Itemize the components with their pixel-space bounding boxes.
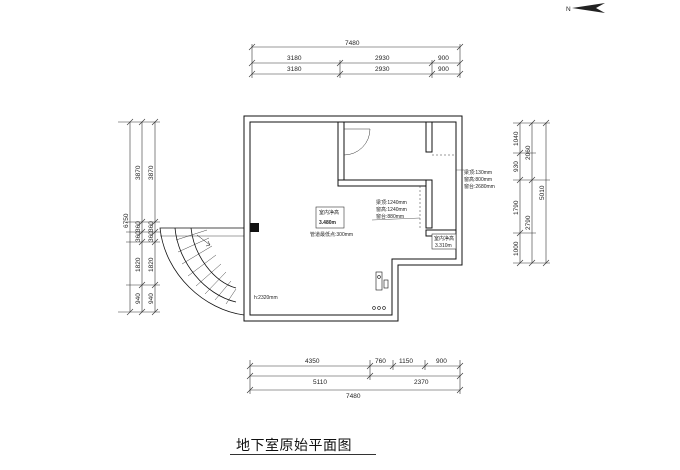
page-title: 地下室原始平面图 [236, 438, 352, 454]
door-swing [343, 128, 371, 156]
left-dim-4: 1820 [135, 257, 142, 272]
left-dim-8: 360 [148, 231, 155, 242]
room-height-box-1: 室内净高 3.480m [315, 206, 345, 229]
side-line-1: 梁顶:130mm [464, 169, 492, 176]
right-dim-6: 2790 [525, 215, 532, 230]
room-height-1: 3.480m [319, 220, 337, 226]
spiral-stair [159, 227, 245, 316]
room-label-2: 室内净高 [434, 235, 454, 242]
top-dim-4: 3180 [287, 66, 302, 73]
left-dim-9: 1820 [148, 257, 155, 272]
left-dim-7: 360 [148, 221, 155, 232]
bottom-dim-2: 760 [375, 358, 386, 365]
top-dim-3: 900 [438, 55, 449, 62]
left-dim-1: 3870 [135, 165, 142, 180]
left-dim-10: 940 [148, 293, 155, 304]
left-dim-6: 3870 [148, 165, 155, 180]
right-overall-dim: 5010 [539, 185, 546, 200]
left-dim-3: 360 [135, 231, 142, 242]
beam-lines [419, 154, 456, 228]
top-dim-5: 2930 [375, 66, 390, 73]
right-dim-1: 1040 [513, 131, 520, 146]
bottom-dim-3: 1150 [399, 358, 413, 365]
beam-leader [371, 217, 421, 221]
bottom-dim-1: 4350 [305, 358, 320, 365]
side-line-2: 窗高:800mm [464, 176, 492, 183]
top-dimensions [248, 43, 464, 78]
exterior-walls [243, 115, 463, 322]
pipe-note: 管道最低点:300mm [310, 231, 353, 238]
side-line-3: 窗台:2680mm [464, 183, 495, 190]
left-overall-dim: 6750 [123, 213, 130, 228]
left-dim-5: 940 [135, 293, 142, 304]
top-overall-dim: 7480 [345, 40, 360, 47]
beam-line-2: 窗高:1240mm [376, 206, 407, 213]
beam-line-3: 窗台:880mm [376, 213, 404, 220]
top-dim-2: 2930 [375, 55, 390, 62]
right-dim-2: 930 [513, 161, 520, 172]
bottom-dimensions [246, 360, 464, 394]
top-dim-1: 3180 [287, 55, 302, 62]
stair-note: h:2320mm [254, 295, 278, 301]
left-dim-2: 360 [135, 221, 142, 232]
room-height-box-2: 室内净高 3.310m [431, 233, 457, 250]
top-dim-6: 900 [438, 66, 449, 73]
beam-line-1: 梁顶:1240mm [376, 199, 407, 206]
bottom-dim-5: 5110 [313, 379, 327, 386]
title-underline [230, 454, 376, 455]
bottom-dim-6: 2370 [414, 379, 429, 386]
left-dimensions [118, 118, 160, 316]
right-dimensions [513, 119, 550, 267]
bottom-dim-4: 900 [436, 358, 447, 365]
right-dim-3: 1790 [513, 200, 520, 215]
north-arrow-icon: N [566, 3, 605, 13]
sink-fixture [372, 271, 389, 310]
bottom-overall-dim: 7480 [346, 393, 361, 400]
right-dim-4: 1000 [513, 241, 520, 256]
structural-column [250, 223, 259, 232]
room-height-2: 3.310m [435, 243, 452, 249]
room-label-1: 室内净高 [319, 209, 339, 216]
interior-walls [337, 121, 457, 237]
compass-label: N [566, 6, 571, 13]
right-dim-5: 2060 [525, 145, 532, 160]
